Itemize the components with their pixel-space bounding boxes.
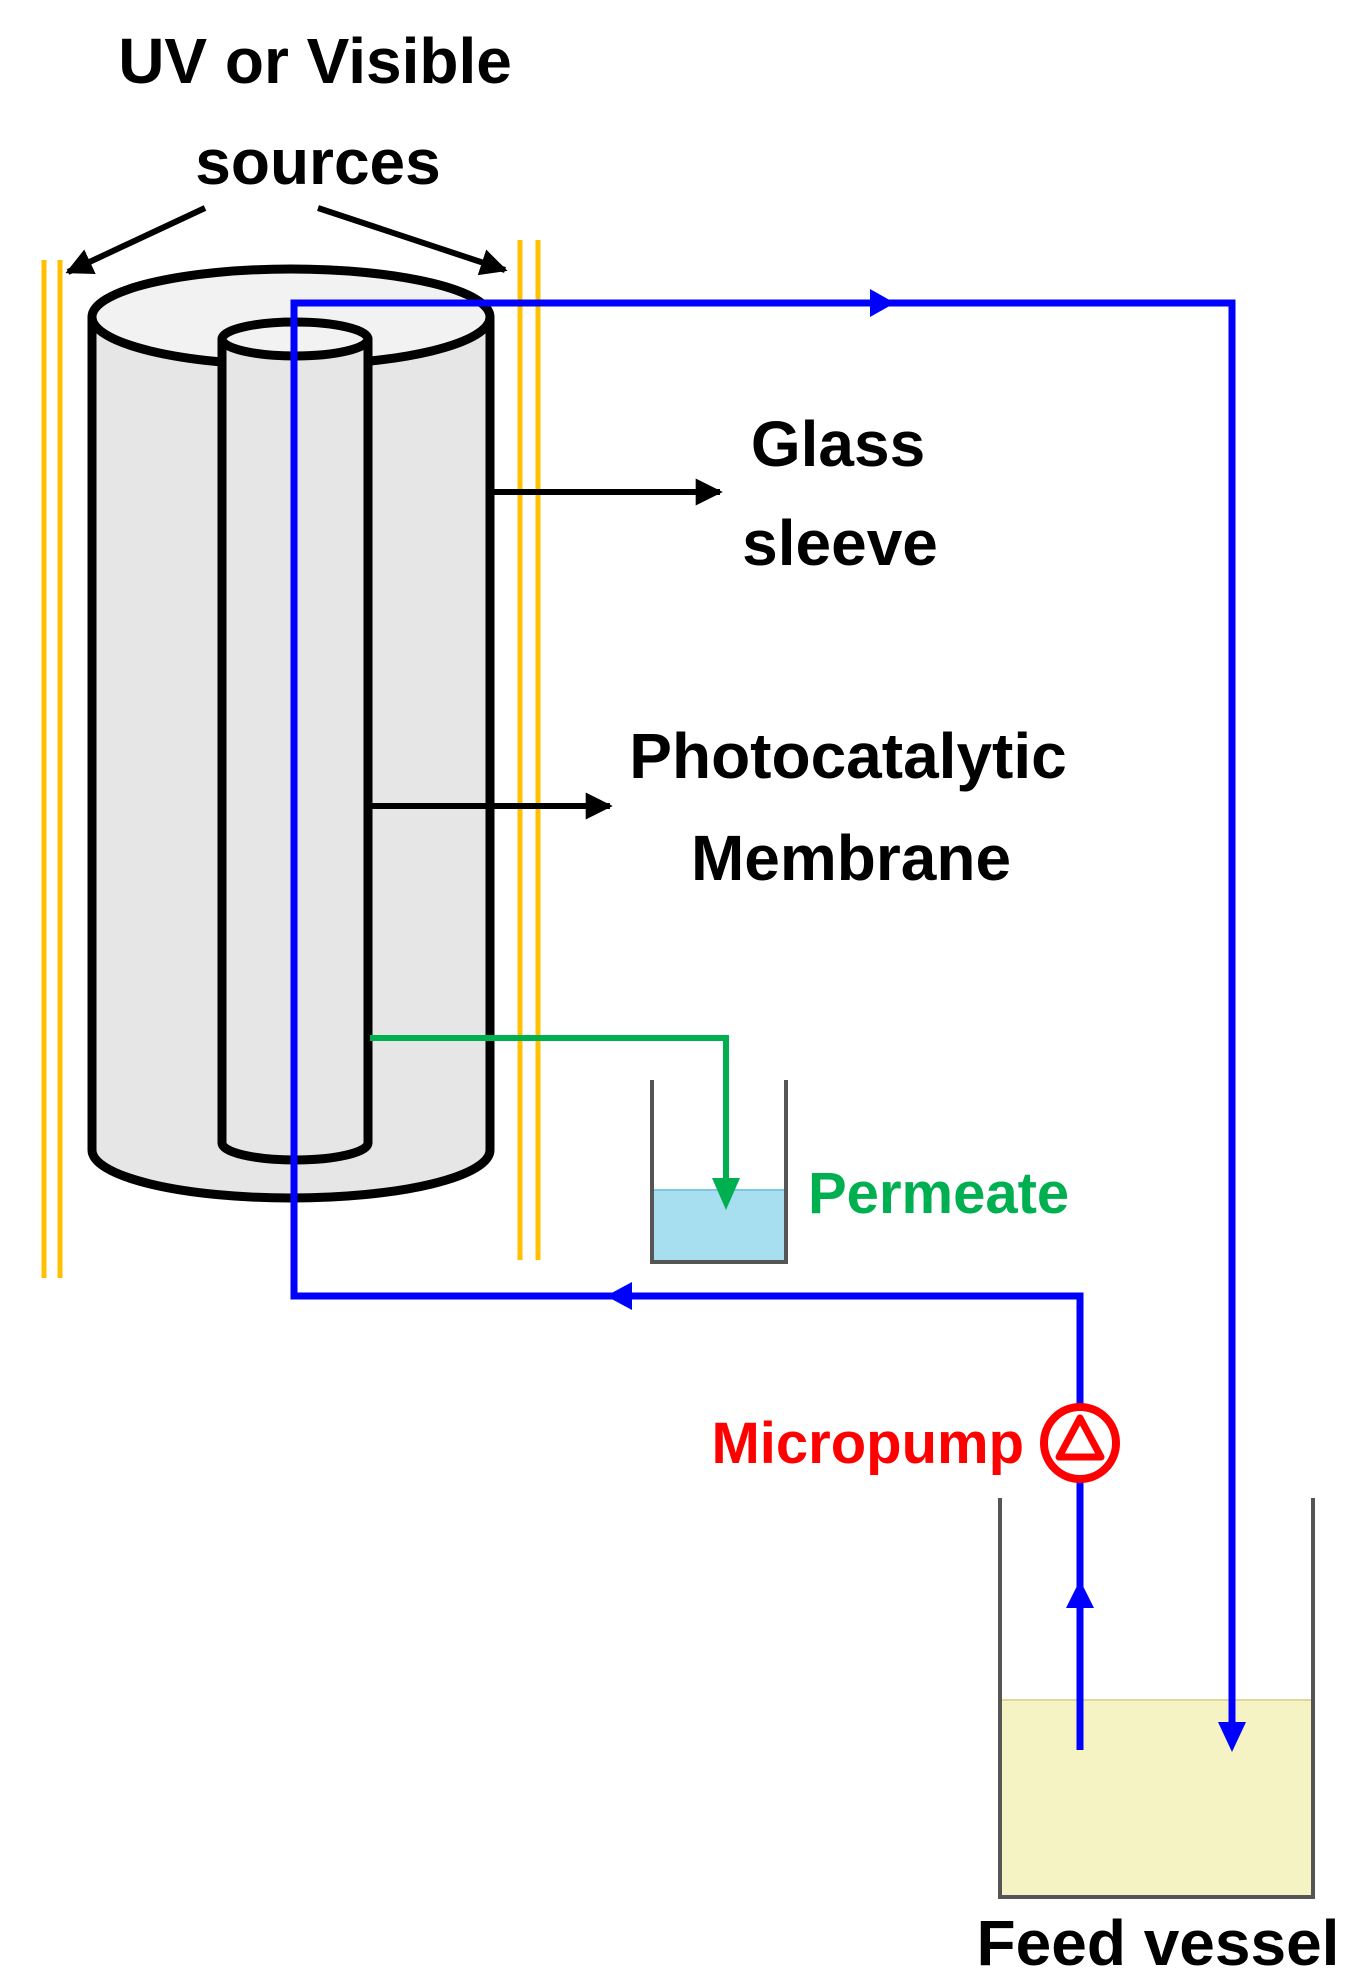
micropump-label: Micropump bbox=[711, 1411, 1024, 1476]
feed-vessel-label: Feed vessel bbox=[977, 1907, 1340, 1979]
permeate-label: Permeate bbox=[808, 1161, 1069, 1226]
flow-arrowheads bbox=[606, 289, 1246, 1752]
permeate-beaker bbox=[650, 1080, 788, 1264]
micropump-icon bbox=[1040, 1403, 1120, 1483]
feed-vessel bbox=[998, 1498, 1315, 1899]
membrane-label-line1: Photocatalytic bbox=[629, 720, 1066, 792]
membrane-label-line2: Membrane bbox=[691, 822, 1011, 894]
uv-lamp-left bbox=[41, 260, 63, 1278]
permeate-line bbox=[370, 1035, 740, 1210]
flow-loop bbox=[290, 299, 1236, 1750]
permeate-arrowhead bbox=[712, 1178, 740, 1210]
feed-vessel-outline bbox=[998, 1498, 1315, 1899]
sources-arrow-left bbox=[65, 205, 207, 275]
sources-arrow-right bbox=[317, 205, 508, 276]
micropump-circle bbox=[1040, 1403, 1120, 1483]
flow-arrowhead-return bbox=[606, 1282, 632, 1310]
sources-label-line2: sources bbox=[195, 126, 440, 198]
permeate-line-path bbox=[370, 1035, 729, 1180]
flow-loop-path bbox=[290, 299, 1236, 1750]
micropump-triangle bbox=[1055, 1414, 1105, 1461]
flow-arrowhead-top bbox=[870, 289, 895, 317]
flow-arrowhead-pump-outlet bbox=[1066, 1580, 1094, 1608]
glass-sleeve-label-line2: sleeve bbox=[742, 507, 938, 579]
flow-arrowhead-feed-return bbox=[1218, 1722, 1246, 1752]
permeate-liquid bbox=[652, 1190, 784, 1260]
callout-arrows bbox=[65, 205, 723, 820]
uv-lamp-right bbox=[517, 240, 541, 1260]
feed-liquid bbox=[1000, 1700, 1311, 1896]
glass-sleeve-label-line1: Glass bbox=[751, 408, 925, 480]
permeate-beaker-outline bbox=[650, 1080, 788, 1264]
sources-label-line1: UV or Visible bbox=[118, 25, 512, 97]
